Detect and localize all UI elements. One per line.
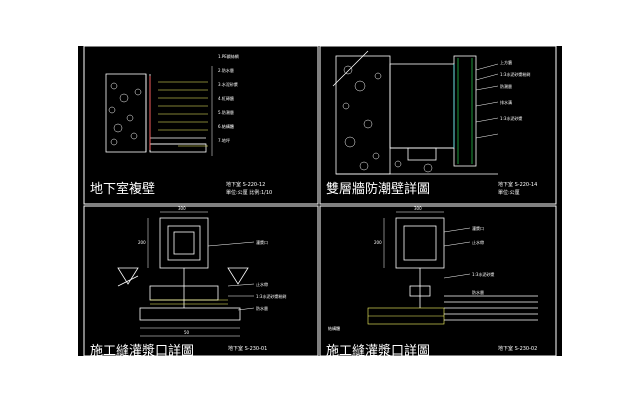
cad-linework [83,46,557,356]
dim-4-1: 300 [414,206,422,211]
note-1-7: 7.地坪 [218,138,230,143]
note-2-4: 排水溝 [500,100,512,105]
wall-section-detail-1 [105,66,213,156]
dim-3-3: 50 [184,330,190,335]
note-2-1: 上方牆 [500,60,512,65]
note-3-4: 防水層 [256,306,268,311]
panel-frame-bottom-right [319,205,557,356]
note-3-1: 灌漿口 [256,240,268,245]
panel-ref-3: 地下室 S-230-01 [228,346,268,352]
note-4-5: 結構體 [328,326,340,331]
grout-opening-detail-2 [367,211,538,325]
panel-ref-1: 地下室 S-220-12 [226,182,266,188]
note-1-3: 3.水泥砂漿 [218,82,238,87]
note-4-3: 1:3水泥砂漿 [472,272,495,277]
panel-title-grout-opening-2: 施工縫灌漿口詳圖 [326,344,431,356]
dim-4-2: 200 [374,240,382,245]
note-1-2: 2.防水層 [218,68,234,73]
note-2-3: 防潮層 [500,84,512,89]
panel-ref-4: 地下室 S-230-02 [498,346,538,352]
note-1-4: 4.紅磚牆 [218,96,234,101]
note-4-4: 防水層 [472,290,484,295]
panel-frame-top-right [319,46,557,205]
grout-opening-detail-1 [117,211,255,337]
panel-title-basement-wall: 地下室複壁 [90,182,156,197]
panel-frame-bottom-left [83,205,319,356]
panel-title-damp-proof-wall: 雙層牆防潮壁詳圖 [326,182,431,197]
dim-3-1: 300 [178,206,186,211]
note-2-2: 1:3水泥砂漿粉刷 [500,72,531,77]
cad-drawing-sheet: 地下室複壁 地下室 S-220-12 單位:公厘 比例:1/10 1.PE鋼絲網… [78,46,562,356]
panel-scale-2: 單位:公厘 [498,190,520,196]
panel-scale-1: 單位:公厘 比例:1/10 [226,190,273,196]
note-3-2: 止水帶 [256,282,268,287]
note-1-6: 6.結構體 [218,124,234,129]
note-1-1: 1.PE鋼絲網 [218,54,239,59]
note-1-5: 5.防潮層 [218,110,234,115]
wall-section-detail-2 [332,50,499,175]
panel-title-grout-opening-1: 施工縫灌漿口詳圖 [90,344,195,356]
note-2-5: 1:3水泥砂漿 [500,116,523,121]
note-3-3: 1:3水泥砂漿粉刷 [256,294,287,299]
panel-ref-2: 地下室 S-220-14 [498,182,538,188]
panel-frame-top-left [83,46,319,205]
dim-3-2: 200 [138,240,146,245]
note-4-2: 止水帶 [472,240,484,245]
note-4-1: 灌漿口 [472,226,484,231]
